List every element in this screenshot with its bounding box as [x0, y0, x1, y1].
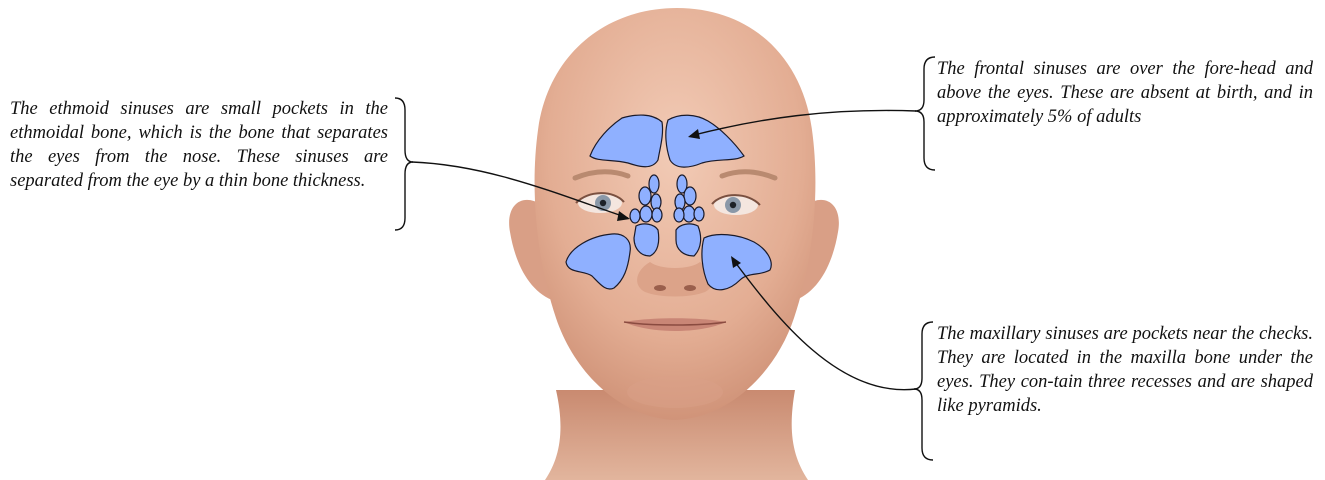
ethmoid-sinus-description: The ethmoid sinuses are small pockets in…: [10, 97, 388, 193]
face-illustration: [509, 8, 839, 480]
frontal-sinus-description: The frontal sinuses are over the fore-he…: [937, 57, 1313, 129]
ethmoid-cell: [683, 206, 695, 222]
maxillary-brace: [914, 322, 933, 460]
maxillary-sinus-description: The maxillary sinuses are pockets near t…: [937, 322, 1313, 418]
ethmoid-cell: [630, 209, 640, 223]
ethmoid-cell: [652, 208, 662, 222]
ethmoid-cell: [649, 175, 659, 193]
frontal-brace: [915, 57, 935, 170]
ethmoid-cell: [694, 207, 704, 221]
ethmoid-cell: [640, 206, 652, 222]
ethmoid-cell: [674, 208, 684, 222]
ethmoid-cell: [639, 187, 651, 205]
ethmoid-cell: [684, 187, 696, 205]
ethmoid-brace: [395, 98, 413, 230]
